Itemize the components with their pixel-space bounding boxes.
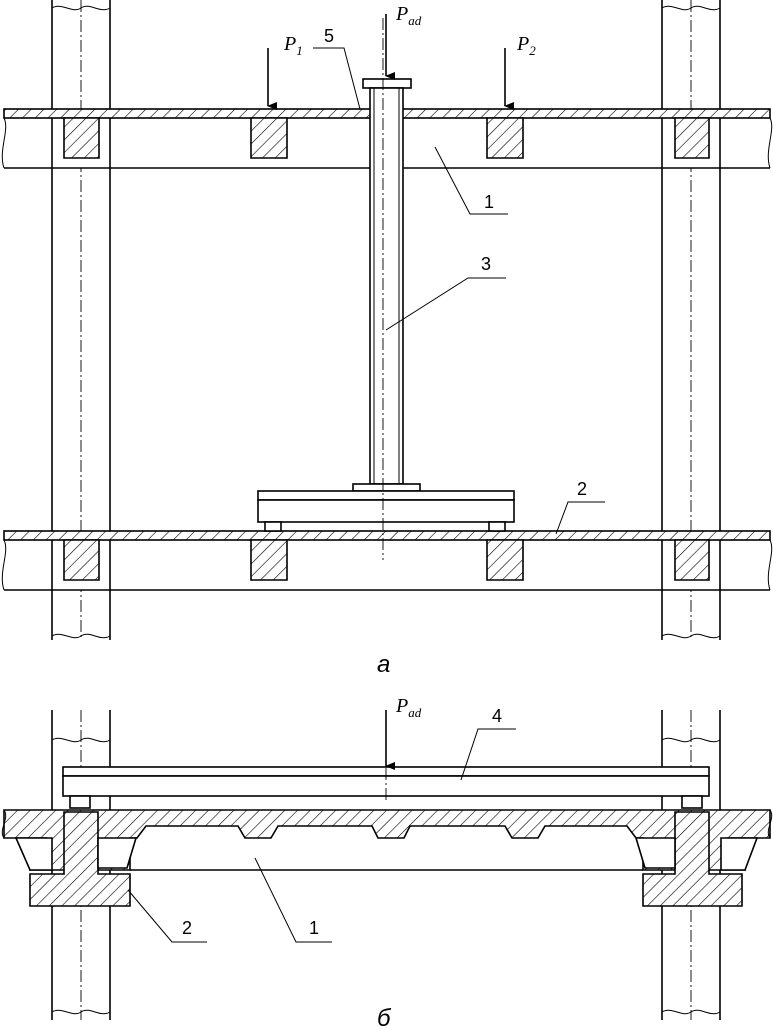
figure-b: Pad 4 2 1 б	[1, 695, 773, 1029]
svg-text:2: 2	[577, 479, 587, 499]
svg-text:1: 1	[484, 192, 494, 212]
label-pad-b: Pad	[395, 695, 422, 720]
label-p2: P2	[516, 33, 536, 58]
callout-2-a: 2	[555, 479, 605, 535]
caption-a: а	[377, 651, 390, 678]
svg-text:1: 1	[309, 918, 319, 938]
svg-text:5: 5	[324, 26, 334, 46]
slab-section	[1, 809, 773, 907]
svg-text:3: 3	[481, 254, 491, 274]
distribution-beam	[62, 748, 710, 809]
svg-text:2: 2	[182, 918, 192, 938]
callout-5: 5	[313, 26, 361, 110]
svg-text:4: 4	[492, 706, 502, 726]
callout-1-b: 1	[254, 857, 332, 943]
callout-2-b: 2	[127, 889, 207, 943]
caption-b: б	[377, 1005, 392, 1029]
label-p1: P1	[283, 33, 303, 58]
label-pad-a: Pad	[395, 3, 422, 28]
callout-1-a: 1	[434, 146, 508, 215]
figure-a: Pad P1 P2 5 1 3 2 а	[1, 0, 773, 678]
jack-post	[257, 18, 515, 560]
callout-4: 4	[460, 706, 516, 781]
callout-3: 3	[385, 254, 506, 331]
lower-floor-slab	[1, 530, 773, 591]
